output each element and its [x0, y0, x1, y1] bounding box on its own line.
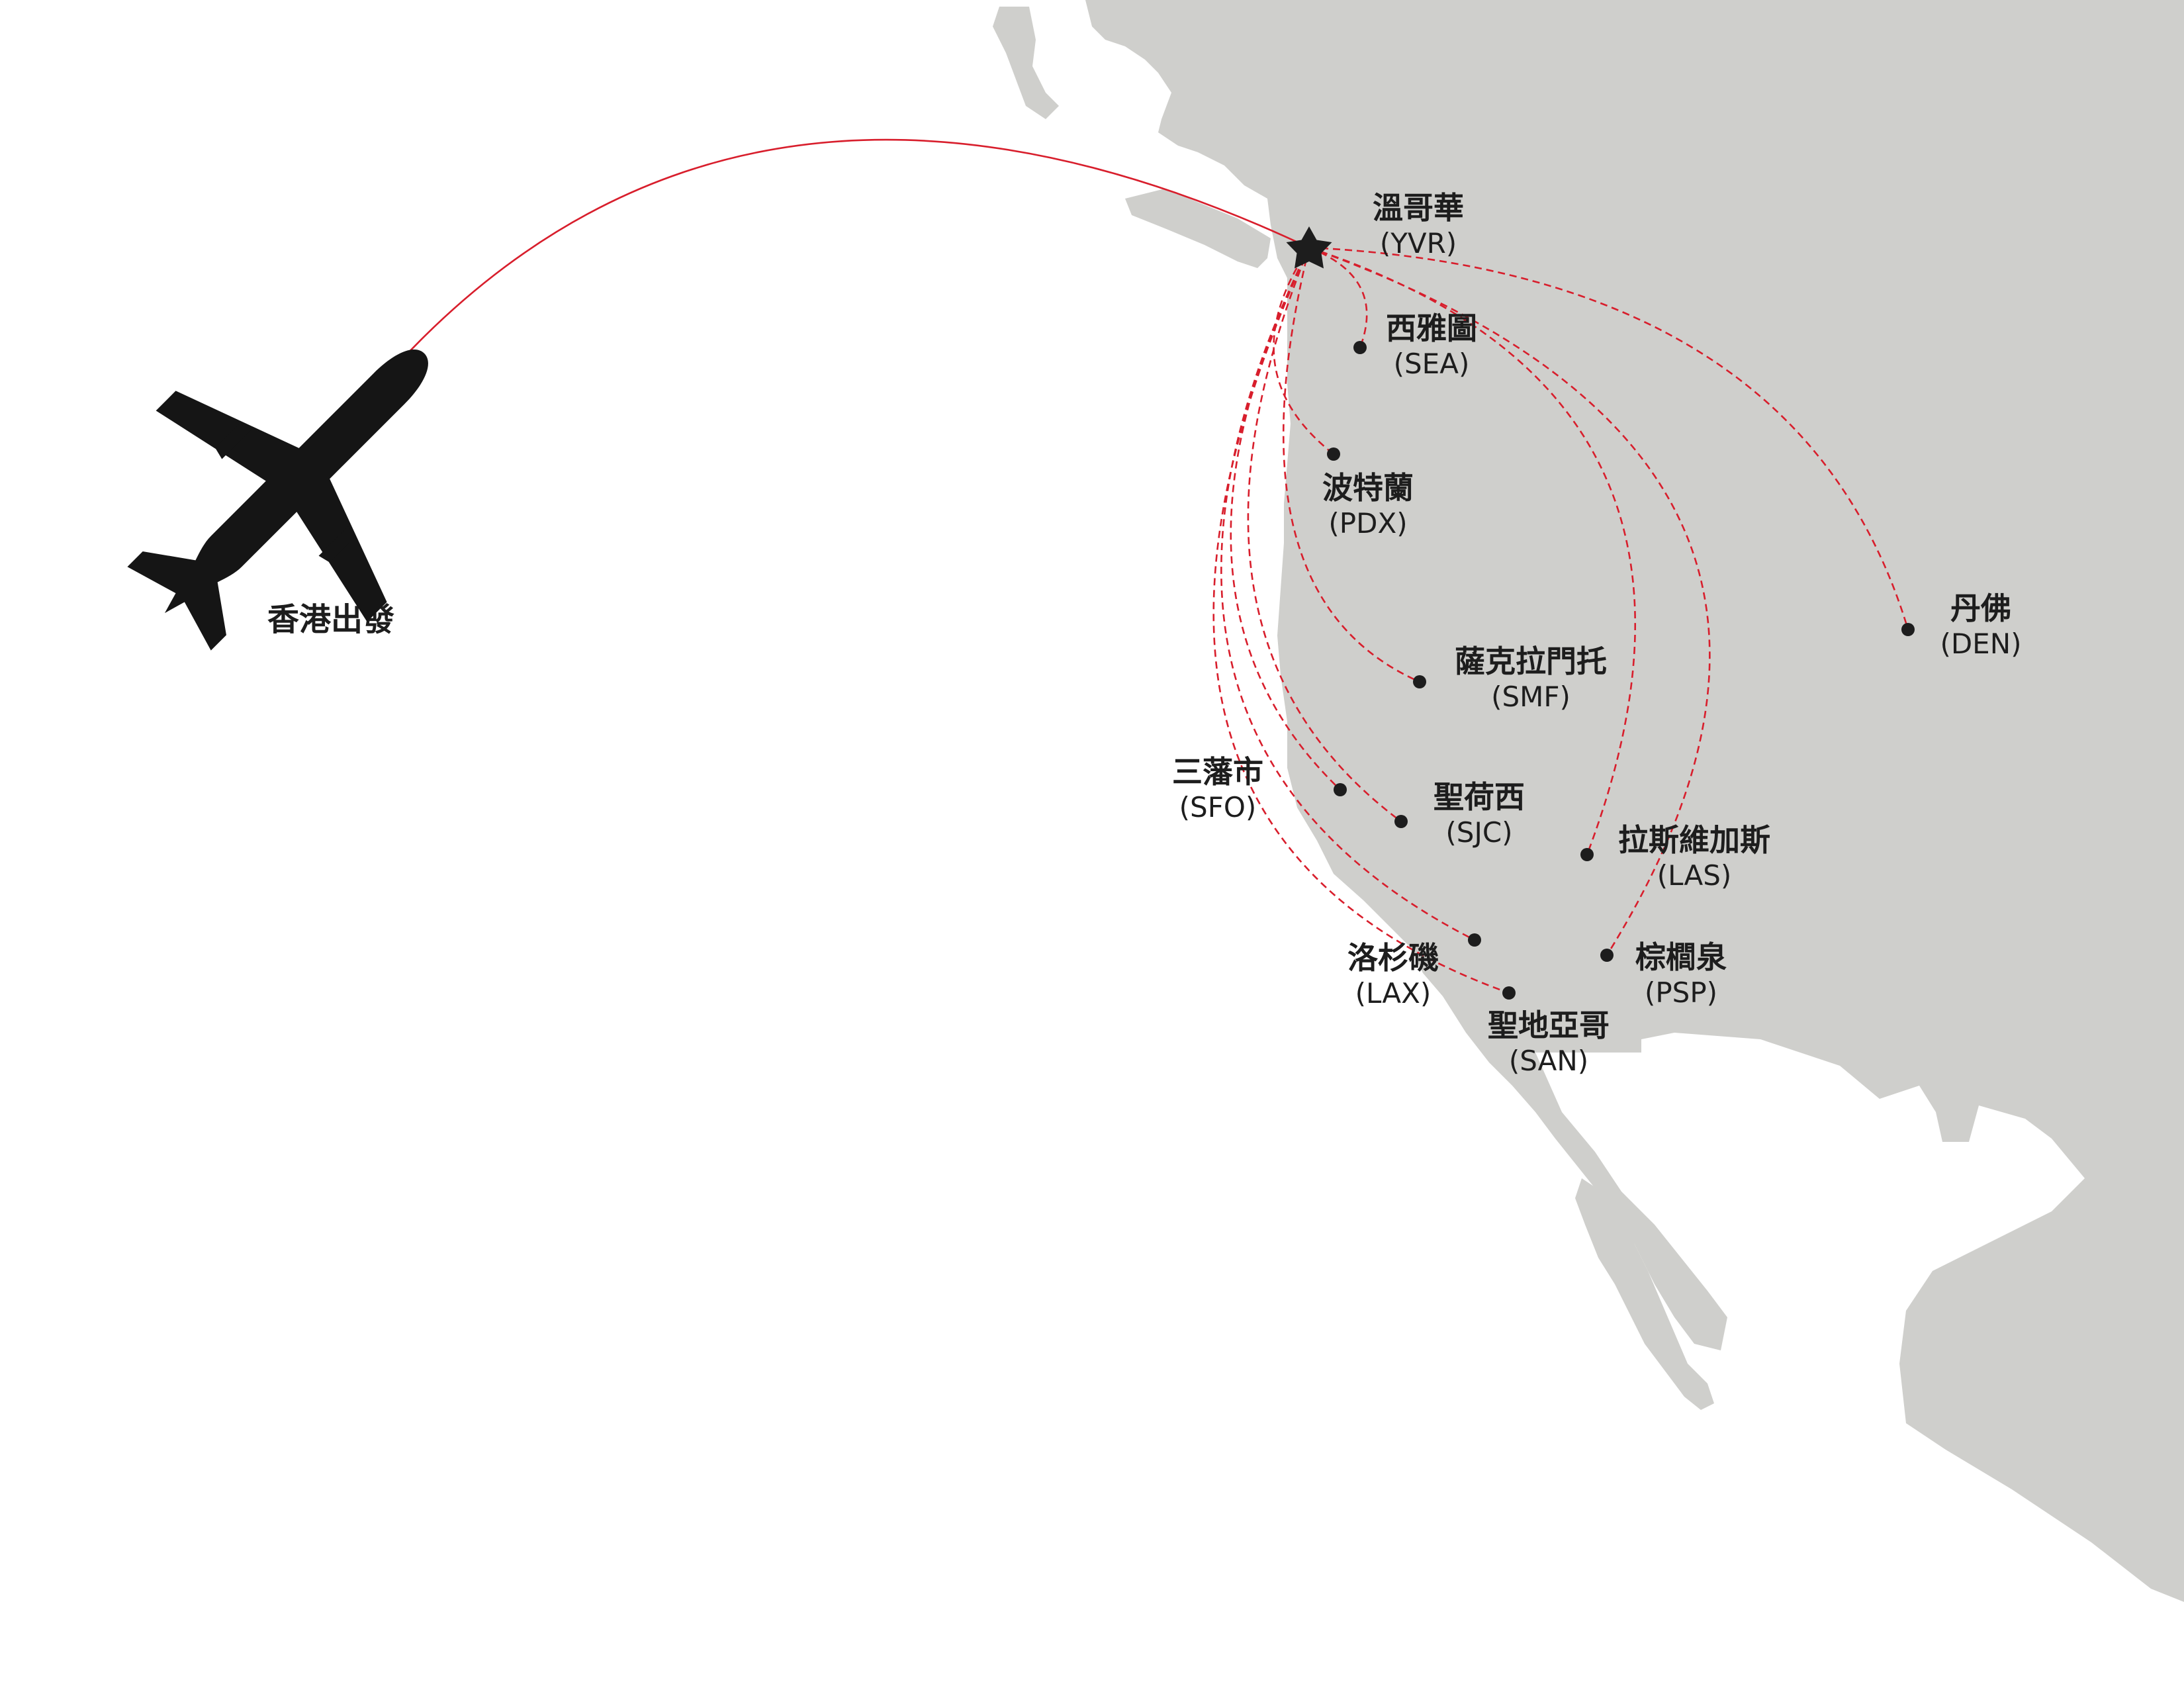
hub-name: 溫哥華	[1373, 190, 1464, 226]
city-name-den: 丹佛	[1950, 590, 2011, 626]
city-code-den: (DEN)	[1940, 628, 2021, 660]
route-vancouver-to-sea	[1308, 246, 1368, 348]
route-vancouver-to-san	[1212, 247, 1510, 994]
route-lines	[369, 138, 1909, 994]
destination-dot-sfo	[1334, 783, 1347, 796]
destination-dot-sjc	[1394, 815, 1408, 828]
destination-dot-smf	[1413, 675, 1426, 688]
route-vancouver-to-las	[1308, 246, 1636, 855]
city-name-las: 拉斯維加斯	[1618, 822, 1770, 858]
destination-markers	[1327, 341, 1915, 1000]
star-icon	[1286, 226, 1332, 269]
destination-dot-psp	[1600, 949, 1614, 962]
hub-code: (YVR)	[1380, 227, 1457, 259]
airplane-icon	[127, 350, 428, 651]
city-code-psp: (PSP)	[1645, 976, 1717, 1009]
city-code-sea: (SEA)	[1394, 348, 1470, 380]
route-vancouver-to-smf	[1282, 247, 1420, 683]
destination-dot-sea	[1353, 341, 1367, 354]
city-code-san: (SAN)	[1509, 1045, 1588, 1077]
destination-dot-lax	[1468, 933, 1481, 947]
labels: 西雅圖(SEA) 波特蘭(PDX) 薩克拉門托(SMF) 三藩市(SFO) 聖荷西(SJ…	[267, 190, 2022, 1077]
city-name-smf: 薩克拉門托	[1455, 643, 1607, 679]
city-name-sjc: 聖荷西	[1433, 779, 1525, 815]
city-name-psp: 棕櫚泉	[1635, 939, 1727, 975]
city-code-las: (LAS)	[1657, 859, 1732, 892]
destination-dot-san	[1502, 986, 1516, 1000]
destination-dot-den	[1901, 623, 1915, 636]
route-hong-kong-to-vancouver	[369, 138, 1310, 397]
route-vancouver-to-sfo	[1230, 247, 1341, 790]
icons	[127, 226, 1332, 651]
city-code-smf: (SMF)	[1491, 680, 1570, 713]
land-mass	[993, 0, 2184, 1602]
route-vancouver-to-den	[1308, 246, 1909, 630]
route-vancouver-to-pdx	[1273, 247, 1334, 455]
route-vancouver-to-lax	[1220, 247, 1475, 941]
city-code-sjc: (SJC)	[1445, 816, 1512, 849]
destination-dot-las	[1580, 848, 1594, 861]
destination-dot-pdx	[1327, 447, 1340, 461]
city-code-pdx: (PDX)	[1328, 507, 1407, 539]
route-vancouver-to-sjc	[1247, 247, 1402, 823]
city-name-san: 聖地亞哥	[1488, 1008, 1610, 1043]
city-name-pdx: 波特蘭	[1322, 470, 1414, 506]
city-name-lax: 洛杉磯	[1347, 940, 1439, 976]
city-code-lax: (LAX)	[1355, 977, 1432, 1009]
city-name-sfo: 三藩市	[1172, 754, 1263, 790]
city-name-sea: 西雅圖	[1386, 310, 1477, 346]
city-code-sfo: (SFO)	[1179, 791, 1257, 823]
